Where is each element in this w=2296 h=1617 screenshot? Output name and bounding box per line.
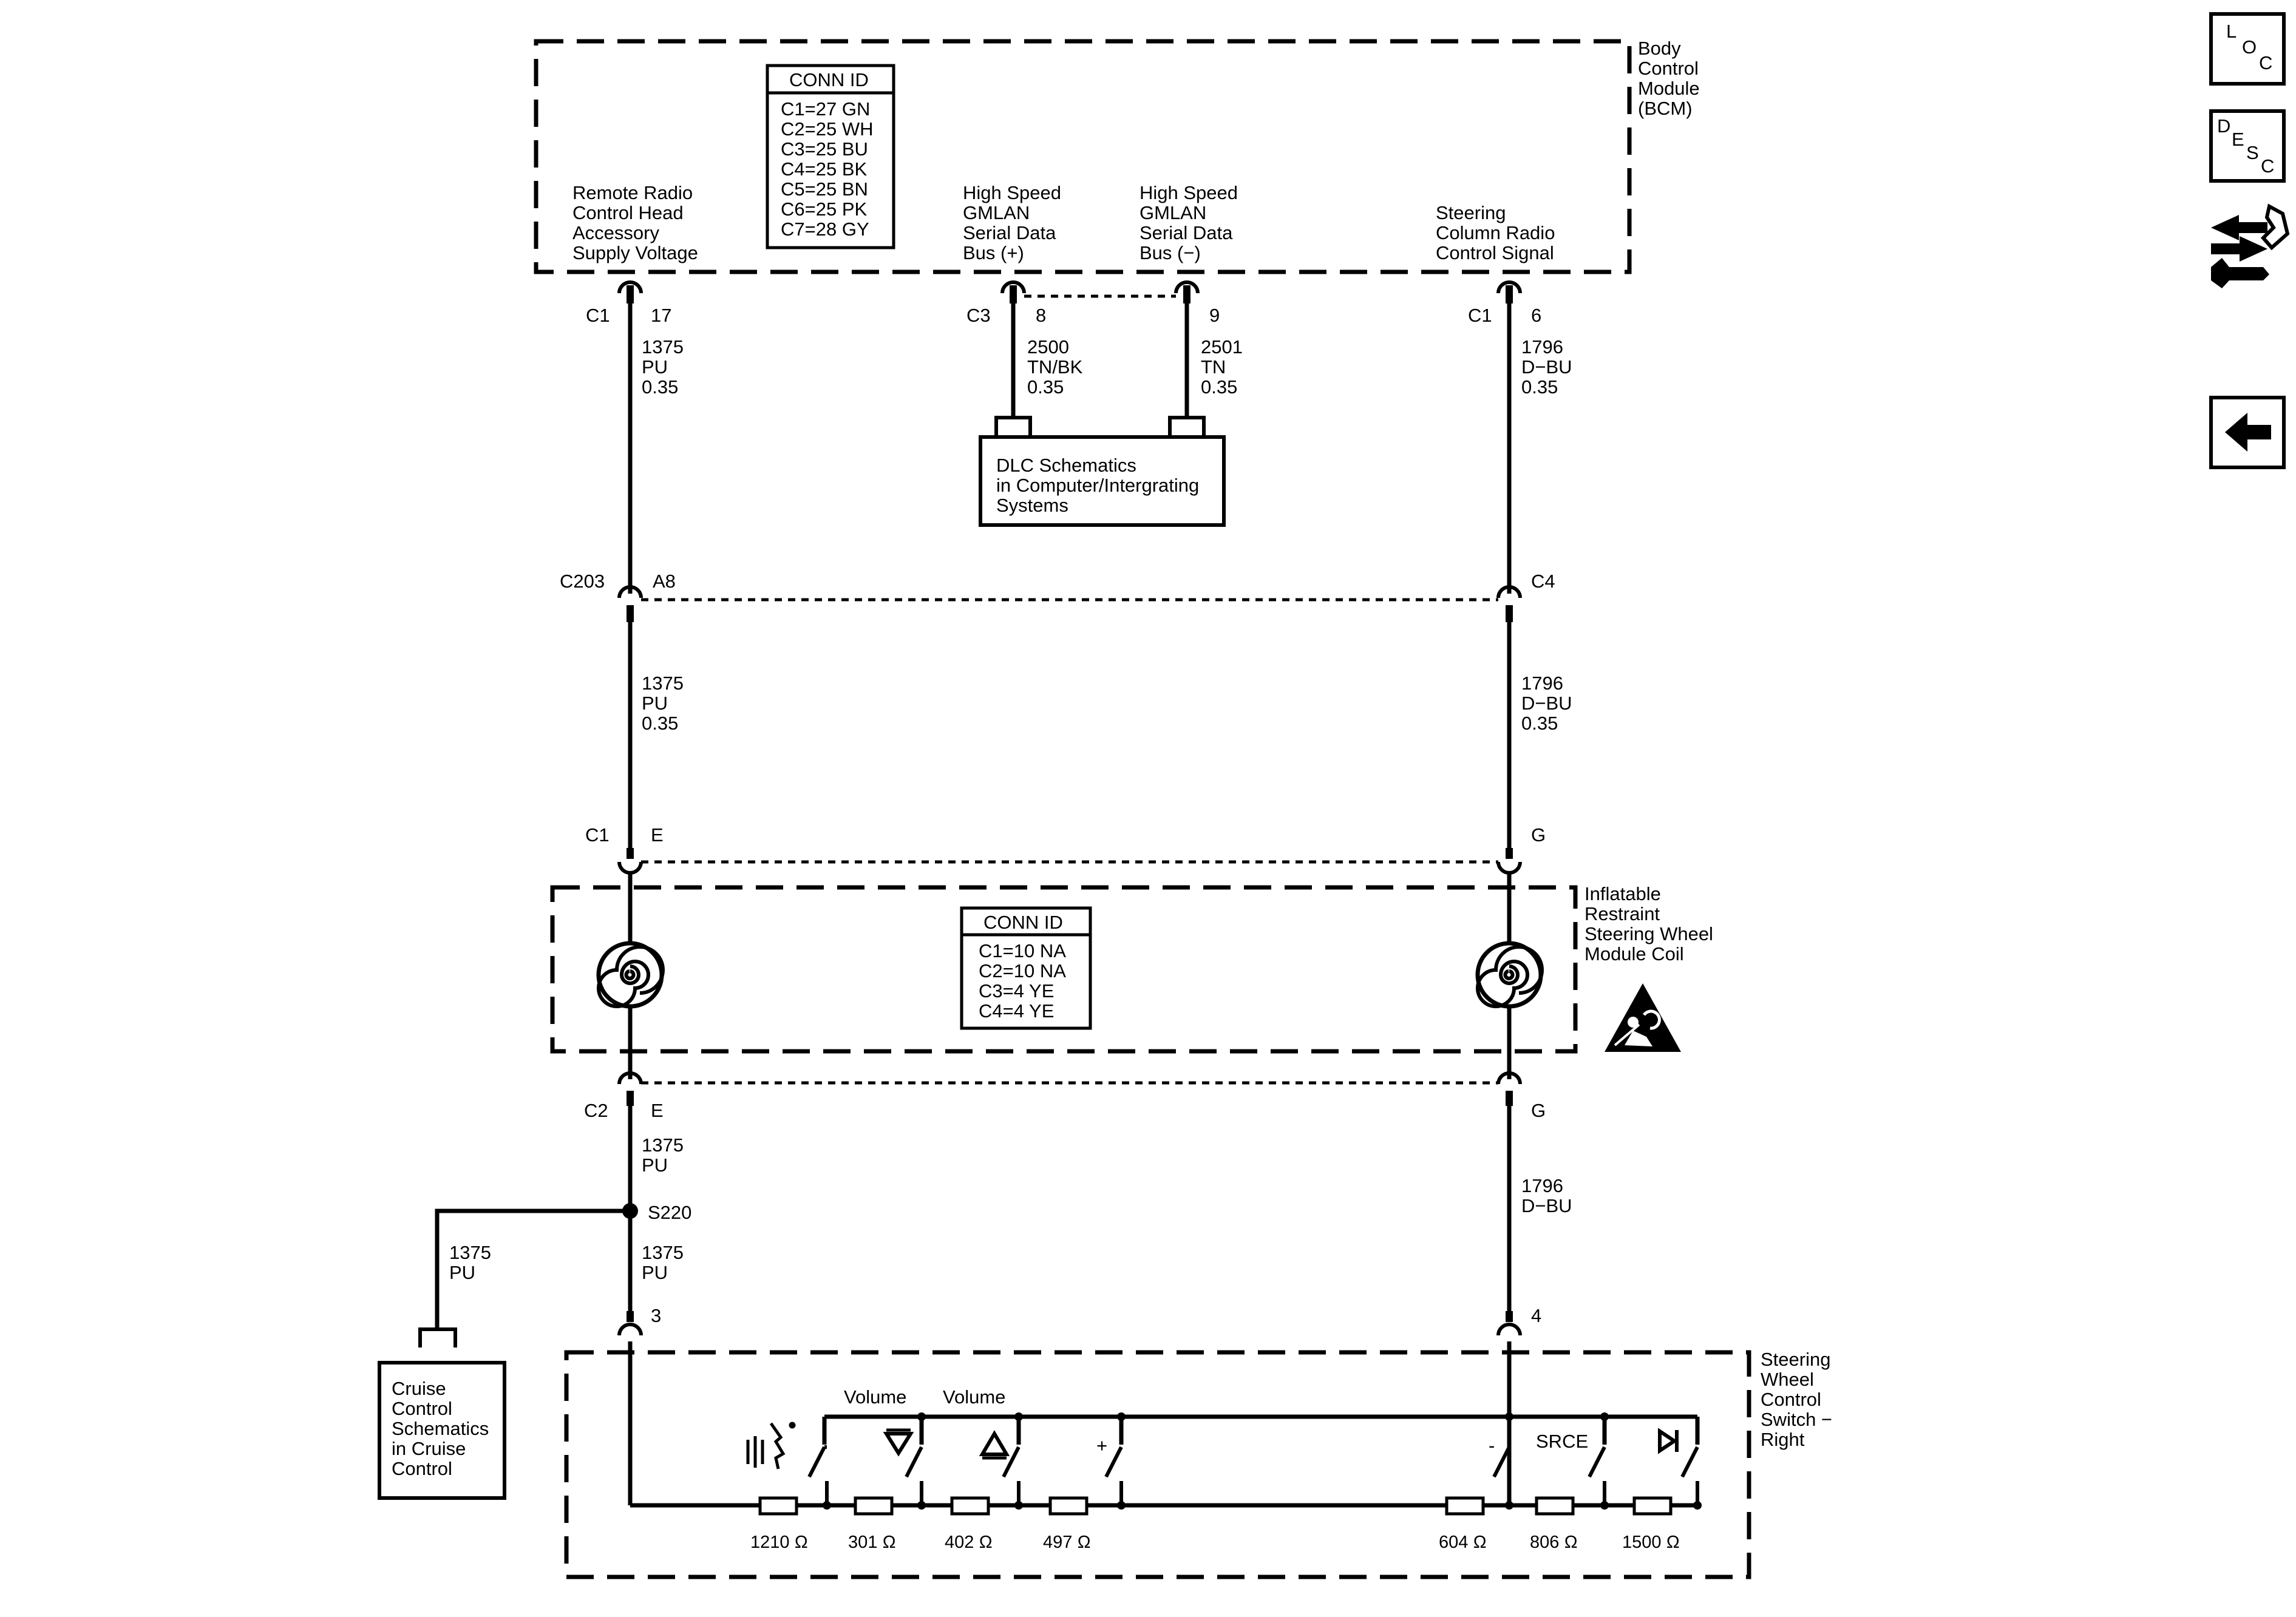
bcm-pin-6: 6 bbox=[1531, 305, 1541, 326]
coil-c2-pin-g: G bbox=[1531, 1100, 1546, 1121]
connector-view-icon[interactable] bbox=[2211, 203, 2290, 288]
switch-pin-3: 3 bbox=[651, 1305, 661, 1326]
volume-up-icon bbox=[979, 1430, 1010, 1460]
svg-text:C: C bbox=[2261, 155, 2274, 177]
bcm-terminal-stubs bbox=[627, 285, 1513, 303]
seek-next-icon bbox=[1658, 1428, 1679, 1454]
clockspring-icon bbox=[1475, 941, 1544, 1009]
cruise-control-box: Cruise Control Schematics in Cruise Cont… bbox=[378, 1327, 506, 1500]
coil-c1-connector bbox=[617, 848, 1522, 875]
coil-c1-pin-e: E bbox=[651, 824, 664, 846]
switch-nodes bbox=[823, 1412, 1702, 1510]
coil-c2-label: C2 bbox=[584, 1100, 608, 1121]
bcm-pin-8: 8 bbox=[1036, 305, 1046, 326]
splice-label: S220 bbox=[648, 1202, 691, 1223]
splice-s220 bbox=[622, 1203, 638, 1219]
coil-c2-pin-e: E bbox=[651, 1100, 664, 1121]
wire-label-2501-tn: 2501 TN 0.35 bbox=[1201, 336, 1248, 398]
svg-text:L: L bbox=[2226, 21, 2237, 42]
svg-text:O: O bbox=[2242, 36, 2257, 58]
svg-text:E: E bbox=[2232, 129, 2244, 150]
resistor-label-1210: 1210 Ω bbox=[750, 1533, 808, 1552]
wire-label-1375-pu-bottom: 1375 PU bbox=[642, 1242, 689, 1283]
coil-conn-id-title: CONN ID bbox=[983, 912, 1063, 933]
switch-pin-4: 4 bbox=[1531, 1305, 1541, 1326]
steering-wheel-control-switch: Steering Wheel Control Switch − Right bbox=[564, 1341, 1838, 1579]
airbag-warning-icon bbox=[1605, 983, 1681, 1052]
coil-c2-connector bbox=[617, 1071, 1522, 1106]
c203-pin-c4: C4 bbox=[1531, 571, 1555, 592]
dlc-schematics-box: DLC Schematics in Computer/Intergrating … bbox=[979, 416, 1226, 527]
bcm-c1-left-label: C1 bbox=[586, 305, 610, 326]
svg-text:D: D bbox=[2217, 115, 2230, 137]
resistor-label-1500: 1500 Ω bbox=[1622, 1533, 1680, 1552]
bcm-c3-label: C3 bbox=[966, 305, 991, 326]
clockspring-icon bbox=[596, 941, 665, 1009]
coil-c1-label: C1 bbox=[585, 824, 610, 846]
svg-text:S: S bbox=[2246, 142, 2259, 163]
c203-pin-a8: A8 bbox=[653, 571, 676, 592]
switch-plus-label: + bbox=[1096, 1435, 1107, 1456]
bcm-func-steering-column: Steering Column Radio Control Signal bbox=[1436, 202, 1560, 263]
bcm-conn-id-table: CONN ID C1=27 GN C2=25 WH C3=25 BU C4=25… bbox=[766, 64, 895, 249]
c203-label: C203 bbox=[560, 571, 605, 592]
bcm-conn-id-rows: C1=27 GN C2=25 WH C3=25 BU C4=25 BK C5=2… bbox=[781, 98, 878, 240]
cruise-box-label: Cruise Control Schematics in Cruise Cont… bbox=[392, 1378, 494, 1479]
coil-c1-pin-g: G bbox=[1531, 824, 1546, 846]
wire-label-1796-dbu-upper: 1796 D−BU 0.35 bbox=[1521, 336, 1577, 398]
wire-label-1796-dbu-lower: 1796 D−BU bbox=[1521, 1175, 1572, 1216]
switch-minus-label: - bbox=[1489, 1435, 1495, 1456]
loc-icon[interactable] bbox=[2209, 12, 2286, 86]
bcm-label: Body Control Module (BCM) bbox=[1638, 38, 1705, 119]
volume-up-label: Volume bbox=[943, 1386, 1005, 1408]
wire-segments bbox=[628, 303, 1512, 585]
bcm-func-hs-gmlan-minus: High Speed GMLAN Serial Data Bus (−) bbox=[1140, 182, 1243, 263]
voice-recognition-icon bbox=[746, 1422, 796, 1470]
switch-srce-label: SRCE bbox=[1536, 1431, 1588, 1452]
wire-label-1796-dbu-mid: 1796 D−BU 0.35 bbox=[1521, 673, 1577, 734]
module-coil-label: Inflatable Restraint Steering Wheel Modu… bbox=[1584, 883, 1719, 964]
bcm-func-hs-gmlan-plus: High Speed GMLAN Serial Data Bus (+) bbox=[963, 182, 1067, 263]
coil-conn-id-rows: C1=10 NA C2=10 NA C3=4 YE C4=4 YE bbox=[979, 940, 1070, 1022]
bcm-pin-17: 17 bbox=[651, 305, 671, 326]
c203-connector bbox=[617, 585, 1522, 622]
nav-loc-button[interactable]: L O C bbox=[2209, 12, 2286, 86]
wire-mid bbox=[628, 622, 1512, 848]
coil-conn-id-table: CONN ID C1=10 NA C2=10 NA C3=4 YE C4=4 Y… bbox=[960, 906, 1092, 1030]
switch-label: Steering Wheel Control Switch − Right bbox=[1761, 1349, 1838, 1450]
wire-label-1375-pu-lower: 1375 PU bbox=[642, 1134, 689, 1176]
svg-text:C: C bbox=[2259, 52, 2272, 73]
resistor-label-806: 806 Ω bbox=[1530, 1533, 1578, 1552]
bcm-conn-id-title: CONN ID bbox=[789, 69, 869, 90]
resistor-label-497: 497 Ω bbox=[1043, 1533, 1091, 1552]
bcm-pin-9: 9 bbox=[1209, 305, 1220, 326]
wire-label-1375-pu-mid: 1375 PU 0.35 bbox=[642, 673, 689, 734]
bcm-c1-right-label: C1 bbox=[1468, 305, 1492, 326]
nav-desc-button[interactable]: D E S C bbox=[2209, 109, 2286, 183]
switch-terminals bbox=[617, 1311, 1522, 1336]
wire-label-2500-tnbk: 2500 TN/BK 0.35 bbox=[1027, 336, 1088, 398]
wire-lower bbox=[435, 1106, 1512, 1328]
wire-label-1375-pu-upper: 1375 PU 0.35 bbox=[642, 336, 689, 398]
volume-down-label: Volume bbox=[844, 1386, 906, 1408]
volume-down-icon bbox=[883, 1428, 914, 1457]
resistor-label-402: 402 Ω bbox=[945, 1533, 993, 1552]
nav-back-button[interactable] bbox=[2209, 396, 2286, 469]
resistor-label-301: 301 Ω bbox=[848, 1533, 896, 1552]
dlc-box-label: DLC Schematics in Computer/Intergrating … bbox=[996, 455, 1204, 516]
bcm-module: Body Control Module (BCM) CONN ID C1=27 … bbox=[534, 38, 1705, 274]
resistors bbox=[758, 1496, 1673, 1516]
bcm-func-remote-radio: Remote Radio Control Head Accessory Supp… bbox=[572, 182, 698, 263]
resistor-label-604: 604 Ω bbox=[1439, 1533, 1487, 1552]
module-coil: Inflatable Restraint Steering Wheel Modu… bbox=[550, 873, 1719, 1073]
wire-label-1375-pu-branch: 1375 PU bbox=[449, 1242, 497, 1283]
bcm-terminals bbox=[617, 280, 1522, 294]
back-arrow-icon[interactable] bbox=[2225, 413, 2271, 452]
desc-icon[interactable] bbox=[2209, 109, 2286, 183]
